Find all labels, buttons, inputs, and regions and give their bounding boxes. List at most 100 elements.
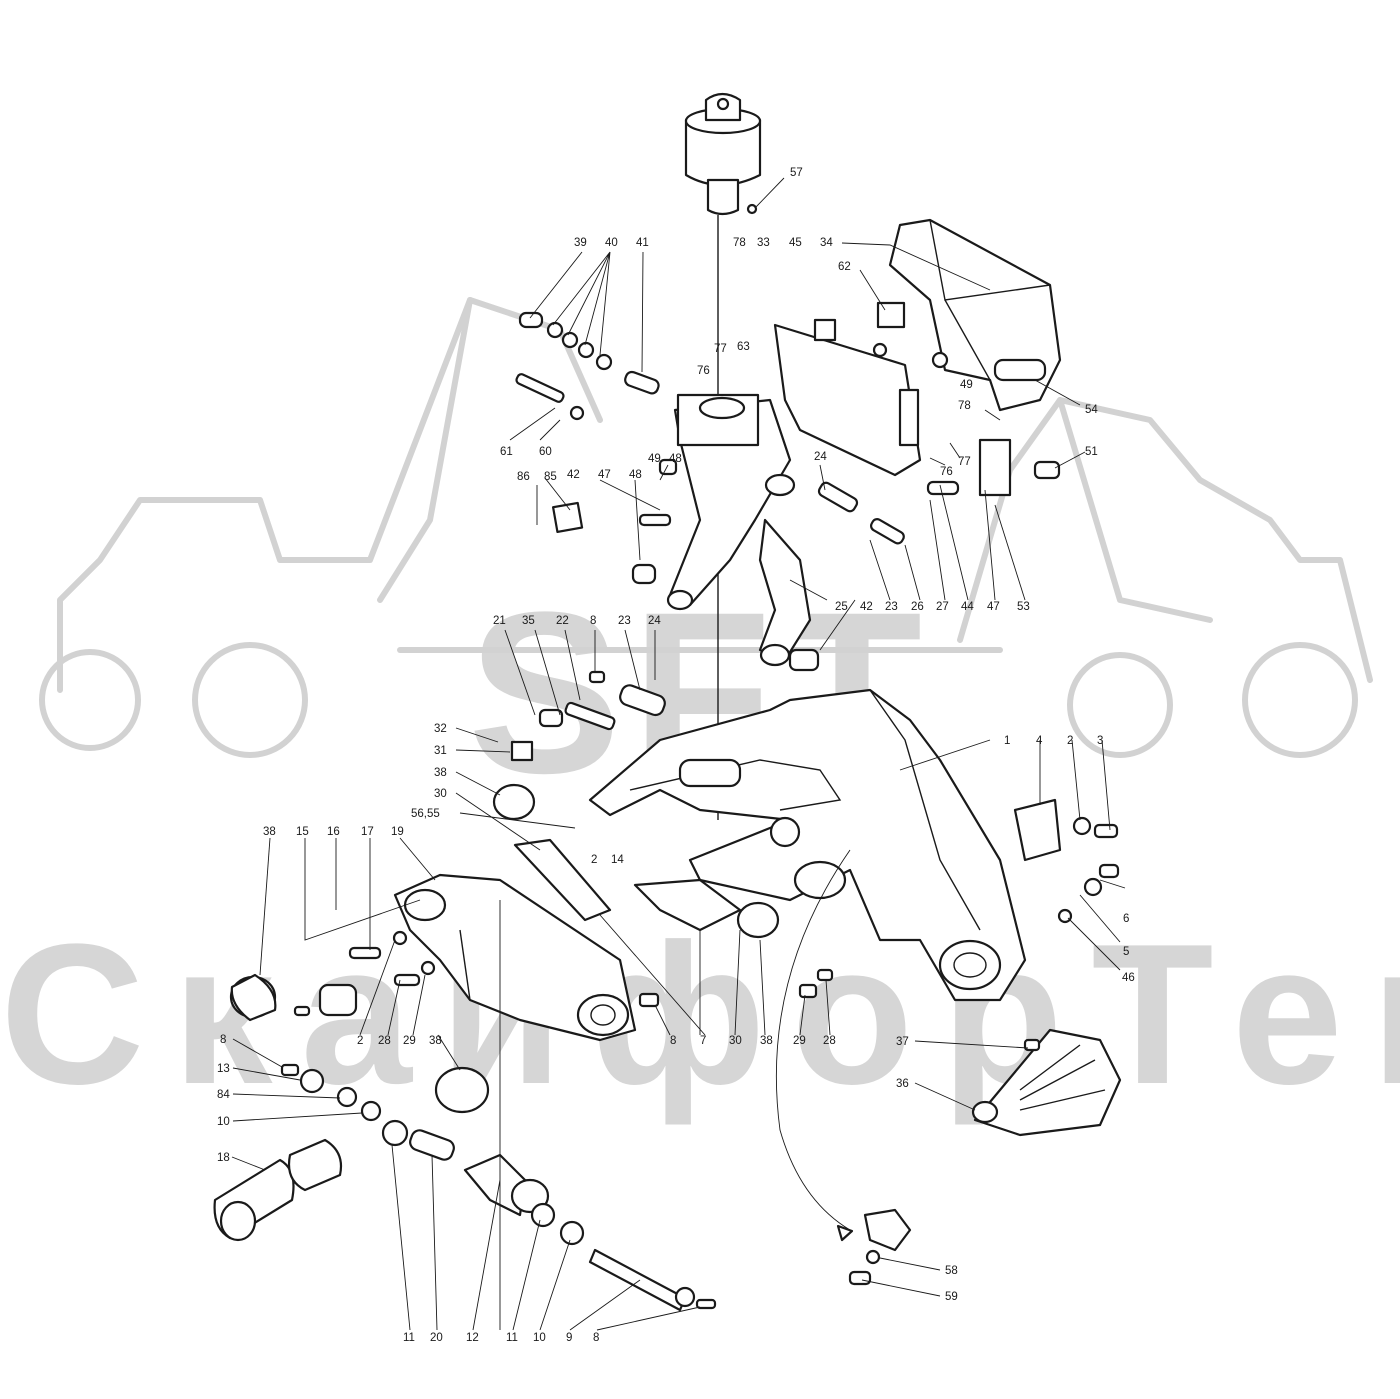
right-fasteners [1013,798,1120,924]
callout-49: 49 [648,453,661,465]
callout-22: 22 [556,615,569,627]
callout-4: 4 [1036,735,1043,747]
callout-8: 8 [590,615,596,627]
clip-detail-part [775,849,912,1286]
callout-2: 2 [357,1035,363,1047]
callout-2: 2 [591,854,597,866]
callout-9: 9 [566,1332,572,1344]
callout-54: 54 [1085,404,1098,416]
callout-78: 78 [958,400,971,412]
swing-bracket-part [666,393,812,667]
callout-77: 77 [958,456,971,468]
callout-37: 37 [896,1036,909,1048]
callout-12: 12 [466,1332,479,1344]
callout-51: 51 [1085,446,1098,458]
callout-5: 5 [1123,946,1129,958]
callout-38: 38 [434,767,447,779]
callout-19: 19 [391,826,404,838]
callout-49: 49 [960,379,973,391]
sleeve-part [213,1138,343,1242]
callout-56-55: 56,55 [411,808,440,820]
callout-53: 53 [1017,601,1030,613]
main-frame-part [588,688,1027,1002]
lower-shaft-assembly [280,1063,717,1312]
callout-77: 77 [714,343,727,355]
callout-39: 39 [574,237,587,249]
callout-58: 58 [945,1265,958,1277]
callout-23: 23 [885,601,898,613]
callout-62: 62 [838,261,851,273]
callout-30: 30 [729,1035,742,1047]
callout-85: 85 [544,471,557,483]
callout-41: 41 [636,237,649,249]
callout-33: 33 [757,237,770,249]
callout-45: 45 [789,237,802,249]
callout-10: 10 [533,1332,546,1344]
callout-21: 21 [493,615,506,627]
callout-1: 1 [1004,735,1010,747]
callout-29: 29 [403,1035,416,1047]
watermark-excavator-outline [39,297,1373,758]
lower-left-parts [229,783,834,1022]
callout-48: 48 [669,453,682,465]
callout-42: 42 [860,601,873,613]
callout-7: 7 [700,1035,706,1047]
callout-76: 76 [697,365,710,377]
callout-23: 23 [618,615,631,627]
callout-44: 44 [961,601,974,613]
callout-46: 46 [1122,972,1135,984]
callout-24: 24 [814,451,827,463]
callout-29: 29 [793,1035,806,1047]
callout-16: 16 [327,826,340,838]
callout-34: 34 [820,237,833,249]
callout-35: 35 [522,615,535,627]
callout-48: 48 [629,469,642,481]
callout-61: 61 [500,446,513,458]
callout-20: 20 [430,1332,443,1344]
leader-lines [231,177,1126,1331]
cover-part [971,1028,1122,1137]
callout-18: 18 [217,1152,230,1164]
callout-labels: 57 39 40 41 78 33 45 34 62 63 76 77 49 5… [217,167,1135,1344]
callout-28: 28 [823,1035,836,1047]
callout-63: 63 [737,341,750,353]
callout-36: 36 [896,1078,909,1090]
callout-11: 11 [506,1332,518,1344]
callout-31: 31 [434,745,447,757]
callout-14: 14 [611,854,624,866]
callout-30: 30 [434,788,447,800]
callout-10: 10 [217,1116,230,1128]
callout-78: 78 [733,237,746,249]
lower-frame-part [393,873,637,1042]
callout-40: 40 [605,237,618,249]
callout-24: 24 [648,615,661,627]
guard-housing-part [876,218,1062,412]
callout-38: 38 [263,826,276,838]
callout-3: 3 [1097,735,1103,747]
callout-47: 47 [598,469,611,481]
callout-59: 59 [945,1291,958,1303]
callout-25: 25 [835,601,848,613]
callout-27: 27 [936,601,949,613]
callout-60: 60 [539,446,552,458]
callout-42: 42 [567,469,580,481]
callout-2: 2 [1067,735,1073,747]
callout-84: 84 [217,1089,230,1101]
callout-15: 15 [296,826,309,838]
callout-57: 57 [790,167,803,179]
callout-13: 13 [217,1063,230,1075]
callout-76: 76 [940,466,953,478]
callout-17: 17 [361,826,374,838]
callout-38: 38 [429,1035,442,1047]
callout-8: 8 [670,1035,676,1047]
upper-cylinder-part [684,92,762,216]
callout-6: 6 [1123,913,1129,925]
callout-86: 86 [517,471,530,483]
callout-47: 47 [987,601,1000,613]
callout-8: 8 [593,1332,599,1344]
bracket-plate-part [773,318,1012,497]
callout-11: 11 [403,1332,415,1344]
callout-32: 32 [434,723,447,735]
